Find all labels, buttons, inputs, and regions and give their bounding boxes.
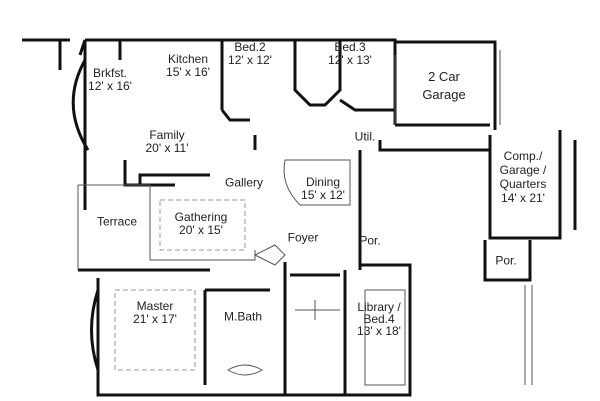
- room-name: Foyer: [287, 230, 319, 245]
- room-name: Por.: [359, 233, 381, 248]
- room-terrace: Terrace: [96, 214, 138, 229]
- room-gallery: Gallery: [224, 175, 264, 190]
- room-name: Dining: [305, 175, 341, 189]
- room-name: Garage: [422, 87, 466, 102]
- room-util: Util.: [354, 129, 376, 144]
- room-name: Kitchen: [167, 52, 209, 66]
- room-name: Util.: [354, 129, 376, 144]
- room-name: Por.: [495, 253, 517, 268]
- room-size: 20' x 15': [179, 223, 223, 237]
- room-size: 14' x 21': [501, 191, 545, 205]
- room-name: Garage /: [499, 163, 547, 177]
- room-name: Bed.3: [334, 40, 366, 54]
- room-name: Gathering: [174, 210, 228, 224]
- room-name: Gallery: [224, 175, 264, 190]
- room-name: Library /: [357, 300, 401, 314]
- room-size: 21' x 17': [133, 312, 177, 326]
- room-size: 15' x 16': [166, 65, 210, 79]
- room-name: 2 Car: [428, 69, 460, 84]
- room-size: 20' x 11': [145, 141, 189, 155]
- room-name: Family: [149, 128, 185, 142]
- room-name: Bed.2: [234, 40, 266, 54]
- room-name: Comp./: [503, 149, 543, 163]
- room-porch: Por.: [359, 233, 381, 248]
- room-name: Master: [136, 299, 174, 313]
- room-name: M.Bath: [223, 309, 263, 324]
- room-size: 13' x 18': [357, 324, 401, 338]
- room-name: Terrace: [96, 214, 138, 229]
- room-size: 15' x 12': [301, 188, 345, 202]
- room-size: 12' x 13': [328, 53, 372, 67]
- room-brkfst: Brkfst.12' x 16': [88, 67, 132, 93]
- room-name: Brkfst.: [92, 66, 128, 80]
- room-name: Quarters: [499, 177, 547, 191]
- room-foyer: Foyer: [287, 230, 319, 245]
- room-size: 12' x 16': [88, 79, 132, 93]
- room-size: 12' x 12': [228, 53, 272, 67]
- room-mbath: M.Bath: [223, 309, 263, 324]
- room-name: Bed.4: [363, 312, 395, 326]
- room-porch-side: Por.: [495, 253, 517, 268]
